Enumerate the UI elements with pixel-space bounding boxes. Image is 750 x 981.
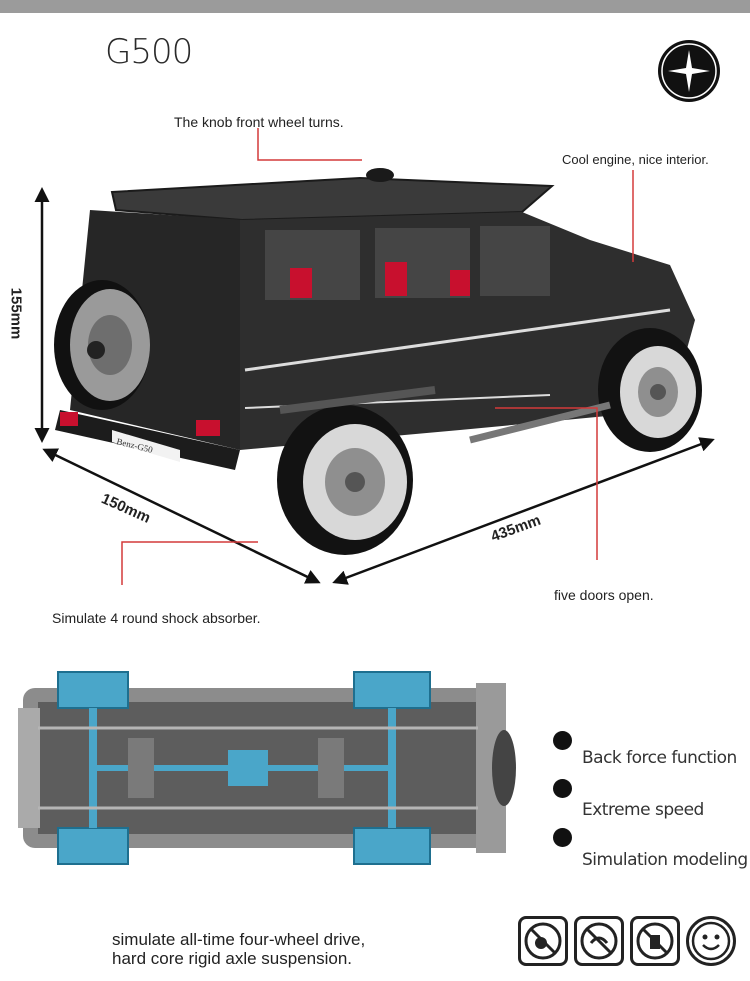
star-logo-icon bbox=[658, 40, 720, 102]
top-bar bbox=[0, 0, 750, 13]
callout-doors: five doors open. bbox=[554, 587, 654, 603]
feature-bullet bbox=[553, 779, 572, 798]
feature-back-force: Back force function bbox=[582, 748, 737, 768]
chassis-top-view bbox=[18, 671, 516, 865]
no-small-parts-icon bbox=[518, 916, 568, 966]
dimension-height: 155mm bbox=[7, 287, 25, 340]
bottom-line-1: simulate all-time four-wheel drive, bbox=[112, 930, 366, 949]
feature-simulation-modeling: Simulation modeling bbox=[582, 850, 748, 870]
feature-extreme-speed: Extreme speed bbox=[582, 800, 704, 820]
smile-face-icon bbox=[686, 916, 736, 966]
callout-knob: The knob front wheel turns. bbox=[174, 114, 344, 130]
feature-bullet bbox=[553, 828, 572, 847]
bottom-line-2: hard core rigid axle suspension. bbox=[112, 949, 353, 968]
callout-engine: Cool engine, nice interior. bbox=[562, 152, 709, 167]
no-swallow-icon bbox=[630, 916, 680, 966]
bottom-description: simulate all-time four-wheel drive, hard… bbox=[112, 930, 365, 968]
feature-bullet bbox=[553, 731, 572, 750]
callout-shock: Simulate 4 round shock absorber. bbox=[52, 610, 261, 626]
page-title: G500 bbox=[105, 32, 193, 72]
no-mouth-icon bbox=[574, 916, 624, 966]
